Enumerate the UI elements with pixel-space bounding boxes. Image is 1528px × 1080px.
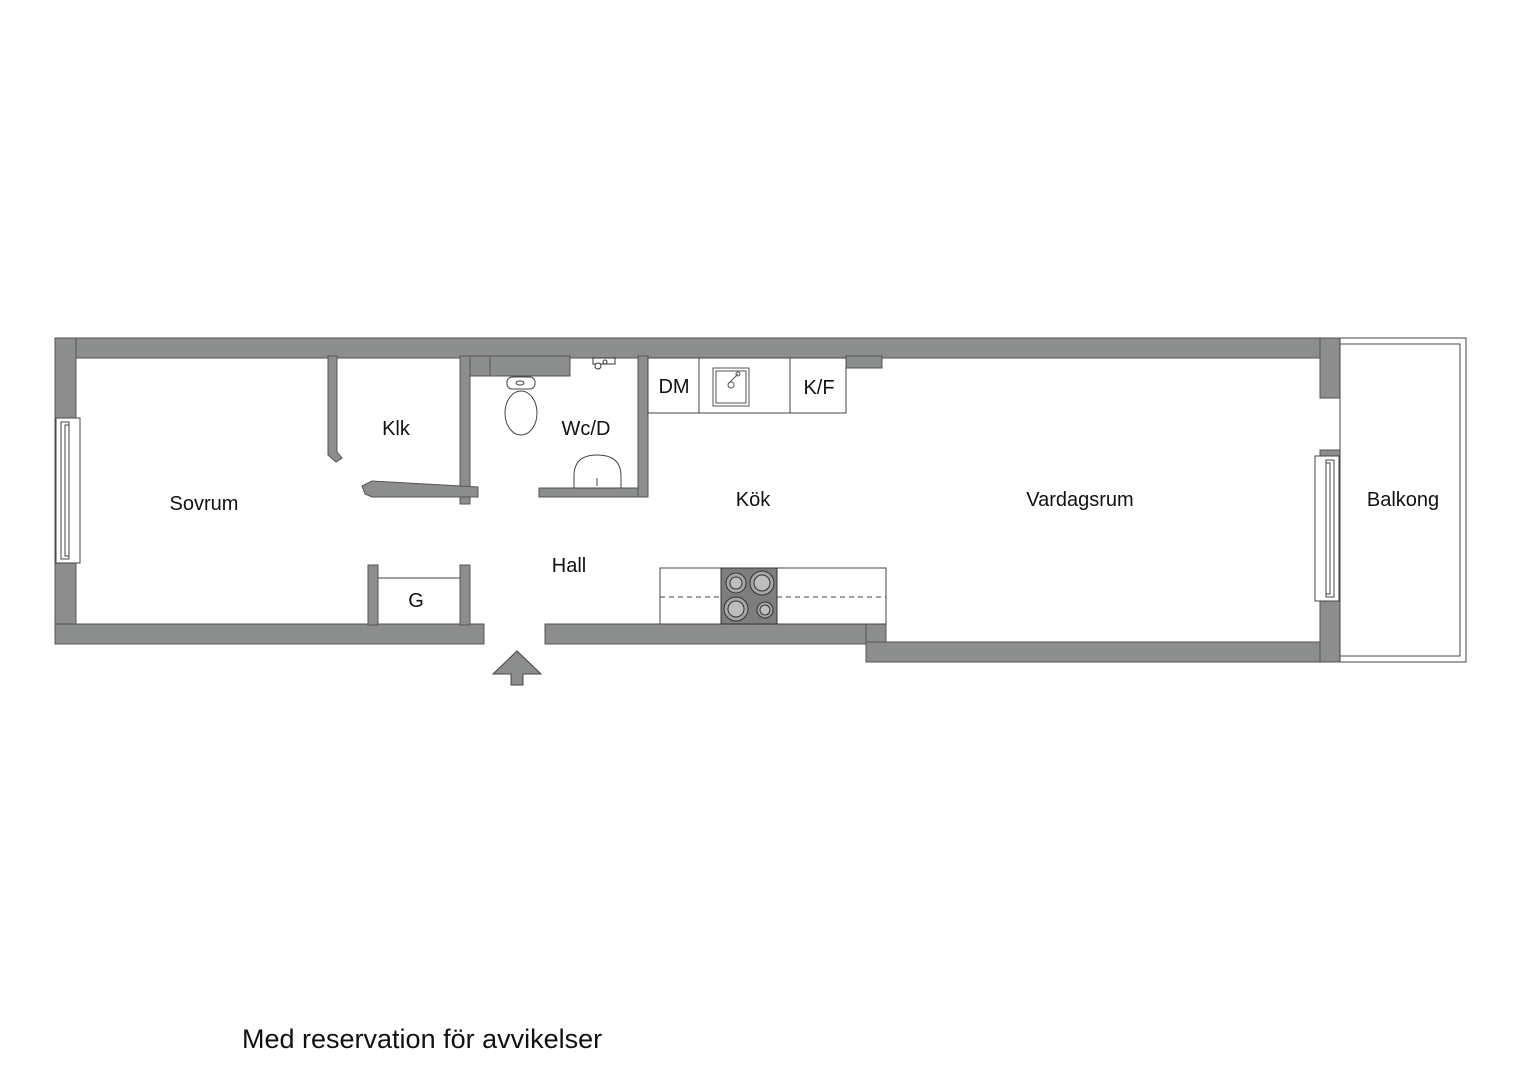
faucet-icon (592, 357, 616, 370)
room-label-sovrum: Sovrum (170, 493, 239, 515)
room-label-klk: Klk (382, 418, 411, 440)
fixture-label-dm: DM (658, 376, 689, 398)
room-label-vardagsrum: Vardagsrum (1026, 489, 1133, 511)
room-label-balkong: Balkong (1367, 489, 1439, 511)
disclaimer-text: Med reservation för avvikelser (242, 1024, 603, 1054)
room-label-kok: Kök (736, 489, 771, 511)
balcony-outline (1339, 337, 1467, 663)
room-label-wc-d: Wc/D (562, 418, 611, 440)
window-icon (55, 417, 81, 564)
fixture-label-kf: K/F (803, 377, 834, 399)
washbasin-icon (573, 454, 622, 489)
hob-icon (720, 567, 778, 625)
toilet-icon (504, 376, 538, 436)
room-label-g: G (408, 590, 424, 612)
window-icon (1314, 455, 1340, 602)
room-label-hall: Hall (552, 555, 586, 577)
sink-icon (712, 367, 750, 407)
entrance-arrow-icon (491, 650, 543, 686)
walls (54, 337, 1341, 663)
